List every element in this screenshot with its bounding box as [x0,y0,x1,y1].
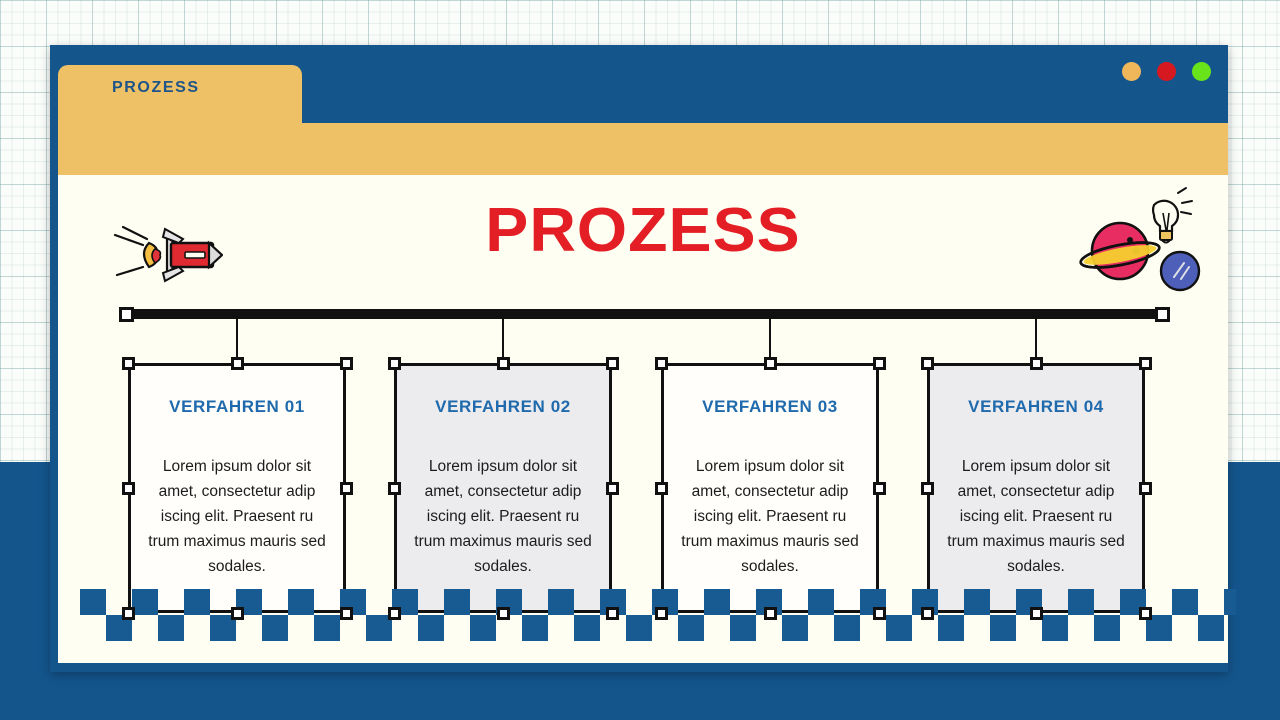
checker-square [886,615,912,641]
checker-square [80,589,106,615]
resize-handle-card3-3[interactable] [872,356,886,370]
space-doodle-group [1078,183,1210,298]
checker-square [704,589,730,615]
checker-square [626,615,652,641]
timeline-handle-right[interactable] [1155,307,1170,322]
resize-handle-card1-6[interactable] [121,606,135,620]
checker-square [808,589,834,615]
minimize-dot[interactable] [1122,62,1141,81]
process-card-2[interactable]: VERFAHREN 02 Lorem ipsum dolor sit amet,… [394,363,612,613]
process-card-4[interactable]: VERFAHREN 04 Lorem ipsum dolor sit amet,… [927,363,1145,613]
timeline-bar[interactable] [126,309,1162,319]
folder-tab[interactable] [58,65,302,123]
resize-handle-card1-4[interactable] [121,481,135,495]
checker-square [470,615,496,641]
planet-doodle [1079,221,1161,281]
checker-square [522,615,548,641]
resize-handle-card1-5[interactable] [339,481,353,495]
checker-square [262,615,288,641]
resize-handle-card2-7[interactable] [496,606,510,620]
resize-handle-card3-8[interactable] [872,606,886,620]
connector-2 [502,319,504,363]
process-card-title: VERFAHREN 04 [968,397,1104,416]
folder-tab-label: PROZESS [112,79,200,96]
resize-handle-card4-8[interactable] [1138,606,1152,620]
resize-handle-card4-4[interactable] [920,481,934,495]
resize-handle-card3-5[interactable] [872,481,886,495]
resize-handle-card4-5[interactable] [1138,481,1152,495]
process-card-1[interactable]: VERFAHREN 01 Lorem ipsum dolor sit amet,… [128,363,346,613]
window-controls [1122,62,1211,81]
checker-square [1094,615,1120,641]
checker-square [1042,615,1068,641]
process-card-body: Lorem ipsum dolor sit amet, consectetur … [414,458,592,575]
checker-square [834,615,860,641]
resize-handle-card1-3[interactable] [339,356,353,370]
resize-handle-card1-8[interactable] [339,606,353,620]
checker-square [1198,615,1224,641]
checker-square [158,615,184,641]
resize-handle-card2-1[interactable] [387,356,401,370]
resize-handle-card4-7[interactable] [1029,606,1043,620]
resize-handle-card2-6[interactable] [387,606,401,620]
process-card-body: Lorem ipsum dolor sit amet, consectetur … [947,458,1125,575]
connector-3 [769,319,771,363]
checkerboard-footer [66,587,1236,643]
resize-handle-card1-1[interactable] [121,356,135,370]
process-card-title: VERFAHREN 01 [169,397,305,416]
checker-square [132,589,158,615]
lightbulb-doodle [1151,187,1193,244]
resize-handle-card2-8[interactable] [605,606,619,620]
checker-square [1172,589,1198,615]
slide-canvas[interactable]: PROZESS [58,175,1236,663]
resize-handle-card4-1[interactable] [920,356,934,370]
resize-handle-card2-3[interactable] [605,356,619,370]
checker-square [1068,589,1094,615]
checker-square [938,615,964,641]
checker-square [730,615,756,641]
resize-handle-card3-4[interactable] [654,481,668,495]
rocket-doodle [113,223,224,290]
checker-square [418,615,444,641]
connector-4 [1035,319,1037,363]
checker-square [548,589,574,615]
checker-square [574,615,600,641]
checker-square [1224,589,1236,615]
process-card-title: VERFAHREN 03 [702,397,838,416]
moon-doodle [1159,250,1201,292]
resize-handle-card3-7[interactable] [763,606,777,620]
resize-handle-card3-6[interactable] [654,606,668,620]
slide-title: PROZESS [485,196,801,265]
checker-square [964,589,990,615]
process-card-body: Lorem ipsum dolor sit amet, consectetur … [148,458,326,575]
resize-handle-card2-4[interactable] [387,481,401,495]
resize-handle-card3-1[interactable] [654,356,668,370]
checker-square [444,589,470,615]
checker-square [678,615,704,641]
resize-handle-card1-2[interactable] [230,356,244,370]
checker-square [314,615,340,641]
presentation-window: PROZESS PROZESS [50,45,1236,672]
connector-1 [236,319,238,363]
resize-handle-card1-7[interactable] [230,606,244,620]
process-card-3[interactable]: VERFAHREN 03 Lorem ipsum dolor sit amet,… [661,363,879,613]
checker-square [990,615,1016,641]
resize-handle-card4-2[interactable] [1029,356,1043,370]
maximize-dot[interactable] [1192,62,1211,81]
process-card-title: VERFAHREN 02 [435,397,571,416]
resize-handle-card2-2[interactable] [496,356,510,370]
yellow-band [58,123,1228,175]
process-card-body: Lorem ipsum dolor sit amet, consectetur … [681,458,859,575]
checker-square [184,589,210,615]
resize-handle-card4-3[interactable] [1138,356,1152,370]
resize-handle-card4-6[interactable] [920,606,934,620]
resize-handle-card3-2[interactable] [763,356,777,370]
resize-handle-card2-5[interactable] [605,481,619,495]
timeline-handle-left[interactable] [119,307,134,322]
checker-square [288,589,314,615]
checker-square [782,615,808,641]
window-titlebar: PROZESS [50,45,1228,175]
close-dot[interactable] [1157,62,1176,81]
